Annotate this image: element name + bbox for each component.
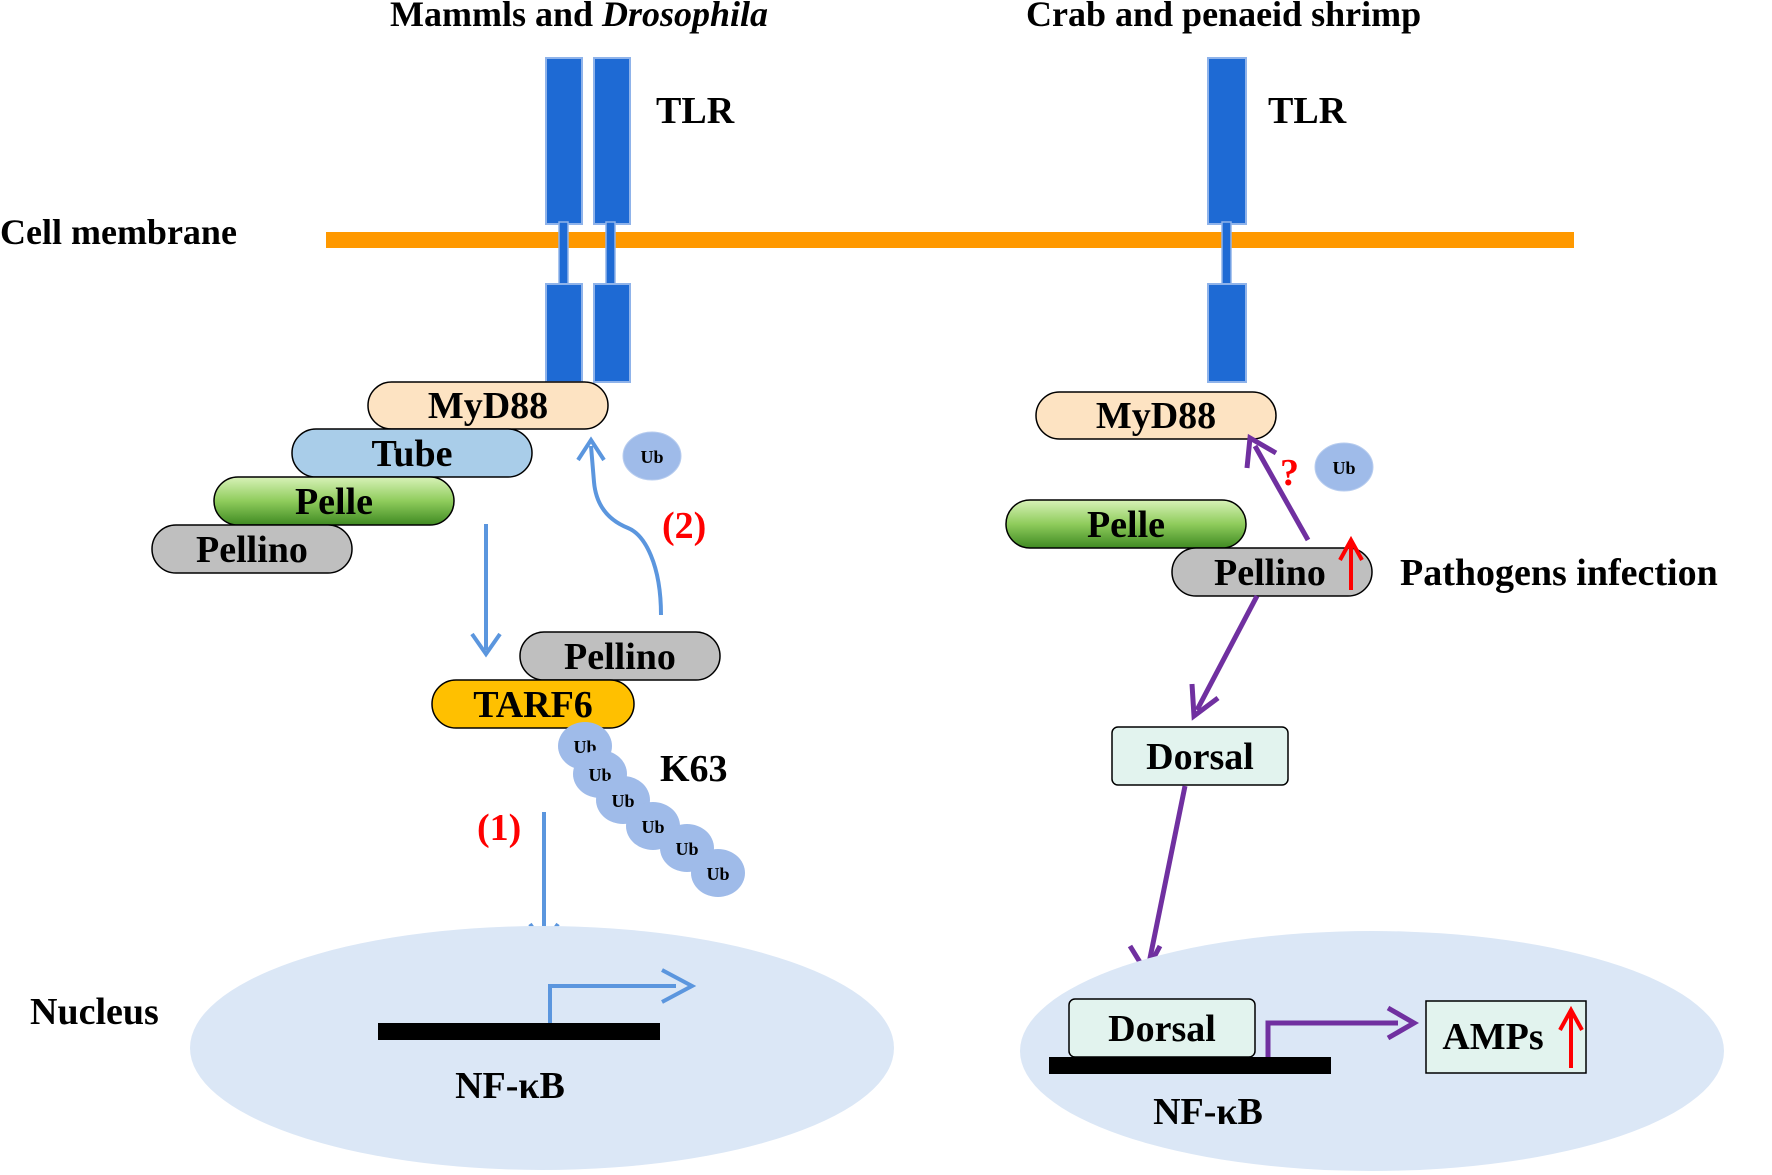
- myd88-left: MyD88: [367, 381, 609, 430]
- svg-text:Dorsal: Dorsal: [1146, 736, 1254, 778]
- question-mark: ?: [1280, 452, 1299, 494]
- svg-text:AMPs: AMPs: [1442, 1016, 1543, 1058]
- nucleus-right: [1020, 931, 1724, 1171]
- arrow-dorsal-to-nucleus: [1145, 785, 1188, 969]
- amps-box: AMPs: [1425, 1000, 1587, 1074]
- tlr-right: [1207, 57, 1247, 383]
- dna-right: [1049, 1057, 1331, 1074]
- svg-text:MyD88: MyD88: [428, 385, 548, 427]
- arrow-pellino-to-myd88: [1252, 444, 1311, 542]
- transcription-arrowhead-left: [661, 968, 697, 1004]
- pelle-right: Pelle: [1005, 499, 1247, 549]
- svg-text:Ub: Ub: [640, 447, 663, 467]
- dna-left: [378, 1023, 660, 1040]
- svg-text:Pellino: Pellino: [1214, 552, 1326, 594]
- step2-label: (2): [662, 505, 706, 547]
- ub-chain-k63: Ub Ub Ub Ub Ub Ub: [558, 722, 745, 897]
- cell-membrane: [326, 232, 1574, 248]
- svg-text:Pellino: Pellino: [564, 636, 676, 678]
- svg-text:MyD88: MyD88: [1096, 395, 1216, 437]
- nucleus-label: Nucleus: [30, 991, 159, 1033]
- step2-arrowhead: [576, 436, 606, 462]
- svg-text:TARF6: TARF6: [473, 684, 593, 726]
- svg-text:Ub: Ub: [1332, 458, 1355, 478]
- ub-free-left: Ub: [622, 431, 682, 481]
- arrow-pellino-to-dorsal-head: [1189, 683, 1220, 721]
- step1-label: (1): [477, 807, 521, 849]
- svg-text:Pelle: Pelle: [1087, 504, 1165, 546]
- transcription-arrow-left: [548, 984, 676, 1023]
- svg-text:Dorsal: Dorsal: [1108, 1008, 1216, 1050]
- tlr-label-left: TLR: [656, 90, 735, 132]
- amps-upregulation-icon: [1558, 1005, 1584, 1068]
- k63-label: K63: [660, 748, 728, 790]
- pellino-left-complex: Pellino: [151, 524, 353, 574]
- dorsal-nucleus: Dorsal: [1068, 998, 1256, 1058]
- svg-text:Ub: Ub: [641, 817, 664, 837]
- pellino-right: Pellino: [1171, 547, 1373, 597]
- svg-text:Pelle: Pelle: [295, 481, 373, 523]
- svg-text:Ub: Ub: [611, 791, 634, 811]
- left-panel-title: Mammls and Drosophila: [390, 0, 768, 34]
- pathogens-infection-label: Pathogens infection: [1400, 552, 1718, 594]
- step2-arrow: [589, 445, 663, 616]
- transcription-arrowhead-right: [1386, 1005, 1420, 1041]
- tube-left: Tube: [291, 428, 533, 478]
- tlr-label-right: TLR: [1268, 90, 1347, 132]
- dorsal-cytoplasm: Dorsal: [1111, 726, 1289, 786]
- cell-membrane-label: Cell membrane: [0, 212, 237, 252]
- arrow-pellino-to-myd88-head: [1244, 433, 1278, 469]
- nucleus-left: [190, 926, 894, 1170]
- ub-free-right: Ub: [1314, 442, 1374, 492]
- svg-text:Ub: Ub: [675, 839, 698, 859]
- svg-text:Ub: Ub: [706, 864, 729, 884]
- pelle-left: Pelle: [213, 476, 455, 526]
- arrow-pellino-to-dorsal: [1194, 594, 1260, 712]
- tlr-dimer-left: [545, 57, 631, 383]
- transcription-arrow-right: [1265, 1020, 1398, 1057]
- svg-text:Pellino: Pellino: [196, 529, 308, 571]
- right-panel-title: Crab and penaeid shrimp: [1026, 0, 1421, 34]
- svg-text:Ub: Ub: [588, 765, 611, 785]
- myd88-right: MyD88: [1035, 391, 1277, 440]
- ub-chain-6: Ub: [691, 849, 745, 897]
- pellino-upregulation-icon: [1338, 535, 1364, 590]
- tarf6: TARF6: [431, 679, 635, 729]
- pellino-left-tarf6: Pellino: [519, 631, 721, 681]
- arrow-to-tarf6-head: [470, 632, 502, 658]
- nfkb-label-left: NF-κB: [455, 1065, 565, 1107]
- nfkb-label-right: NF-κB: [1153, 1091, 1263, 1133]
- svg-text:Tube: Tube: [372, 433, 453, 475]
